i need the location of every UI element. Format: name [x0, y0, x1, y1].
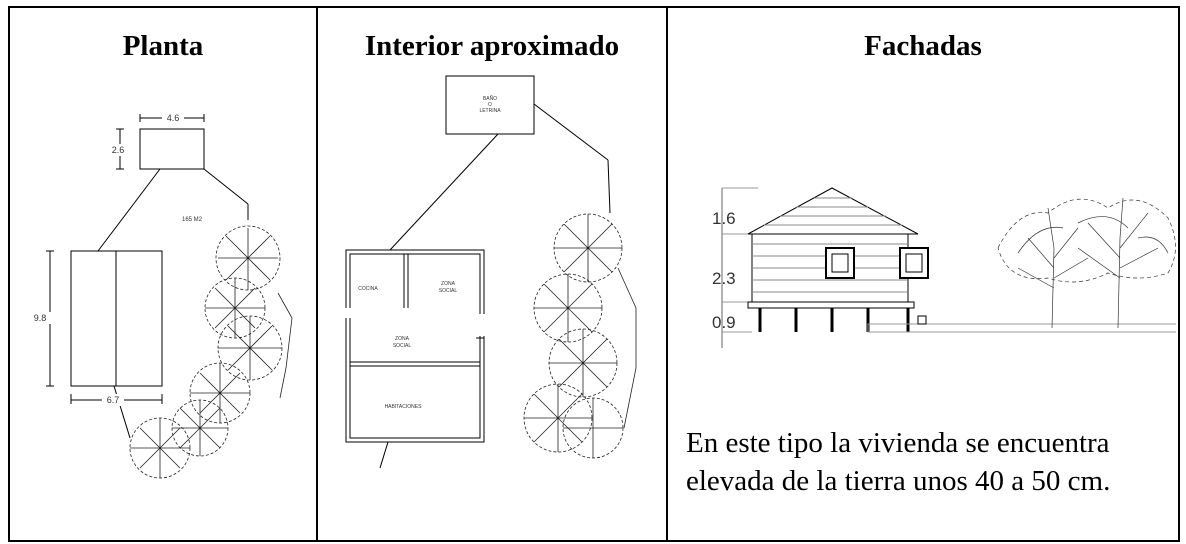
- room-label-social-a1: ZONA: [441, 281, 456, 287]
- column-title-planta: Planta: [122, 30, 204, 62]
- floor-plan-drawing: 4.6 2.6 165 M2 9.8 6.7: [30, 112, 293, 479]
- comparison-table: Planta: [8, 6, 1180, 542]
- column-fachadas: Fachadas 1.6 2.3 0.9: [668, 8, 1178, 540]
- room-label-social-b2: SOCIAL: [393, 343, 412, 349]
- area-label: 165 M2: [182, 217, 203, 223]
- dim-width-main: 6.7: [107, 395, 120, 405]
- room-label-bath-3: LETRINA: [479, 108, 501, 114]
- dim-height-main: 9.8: [34, 313, 47, 323]
- tree-cluster: [129, 225, 293, 479]
- room-label-bath-1: BAÑO: [483, 95, 497, 102]
- interior-plan-drawing: BAÑO O LETRINA COCINA ZONA SOCIAL ZONA S…: [344, 75, 637, 469]
- annex-rect: [139, 128, 205, 170]
- room-label-kitchen: COCINA: [358, 286, 378, 292]
- height-label-roof: 1.6: [712, 209, 736, 228]
- height-label-stilts: 0.9: [712, 313, 736, 332]
- room-label-social-a2: SOCIAL: [439, 288, 458, 294]
- bathroom-rect: [445, 75, 535, 135]
- column-title-fachadas: Fachadas: [864, 30, 982, 62]
- facade-drawing: 1.6 2.3 0.9: [712, 187, 1176, 348]
- room-label-social-b1: ZONA: [395, 336, 410, 342]
- facade-description-line2: elevada de la tierra unos 40 a 50 cm.: [686, 465, 1111, 497]
- room-label-bath-2: O: [488, 102, 492, 108]
- dim-height-top: 2.6: [112, 145, 125, 155]
- height-label-walls: 2.3: [712, 269, 736, 288]
- facade-description: En este tipo la vivienda se encuentra el…: [686, 424, 1176, 500]
- tree-cluster: [523, 213, 637, 459]
- room-label-bedrooms: HABITACIONES: [385, 404, 423, 410]
- dim-width-top: 4.6: [167, 113, 180, 123]
- trees-sketch: [997, 197, 1176, 329]
- column-planta: Planta: [10, 8, 318, 540]
- facade-description-line1: En este tipo la vivienda se encuentra: [686, 427, 1110, 459]
- roof: [747, 187, 919, 235]
- column-title-interior: Interior aproximado: [364, 30, 620, 62]
- column-interior: Interior aproximado: [318, 8, 668, 540]
